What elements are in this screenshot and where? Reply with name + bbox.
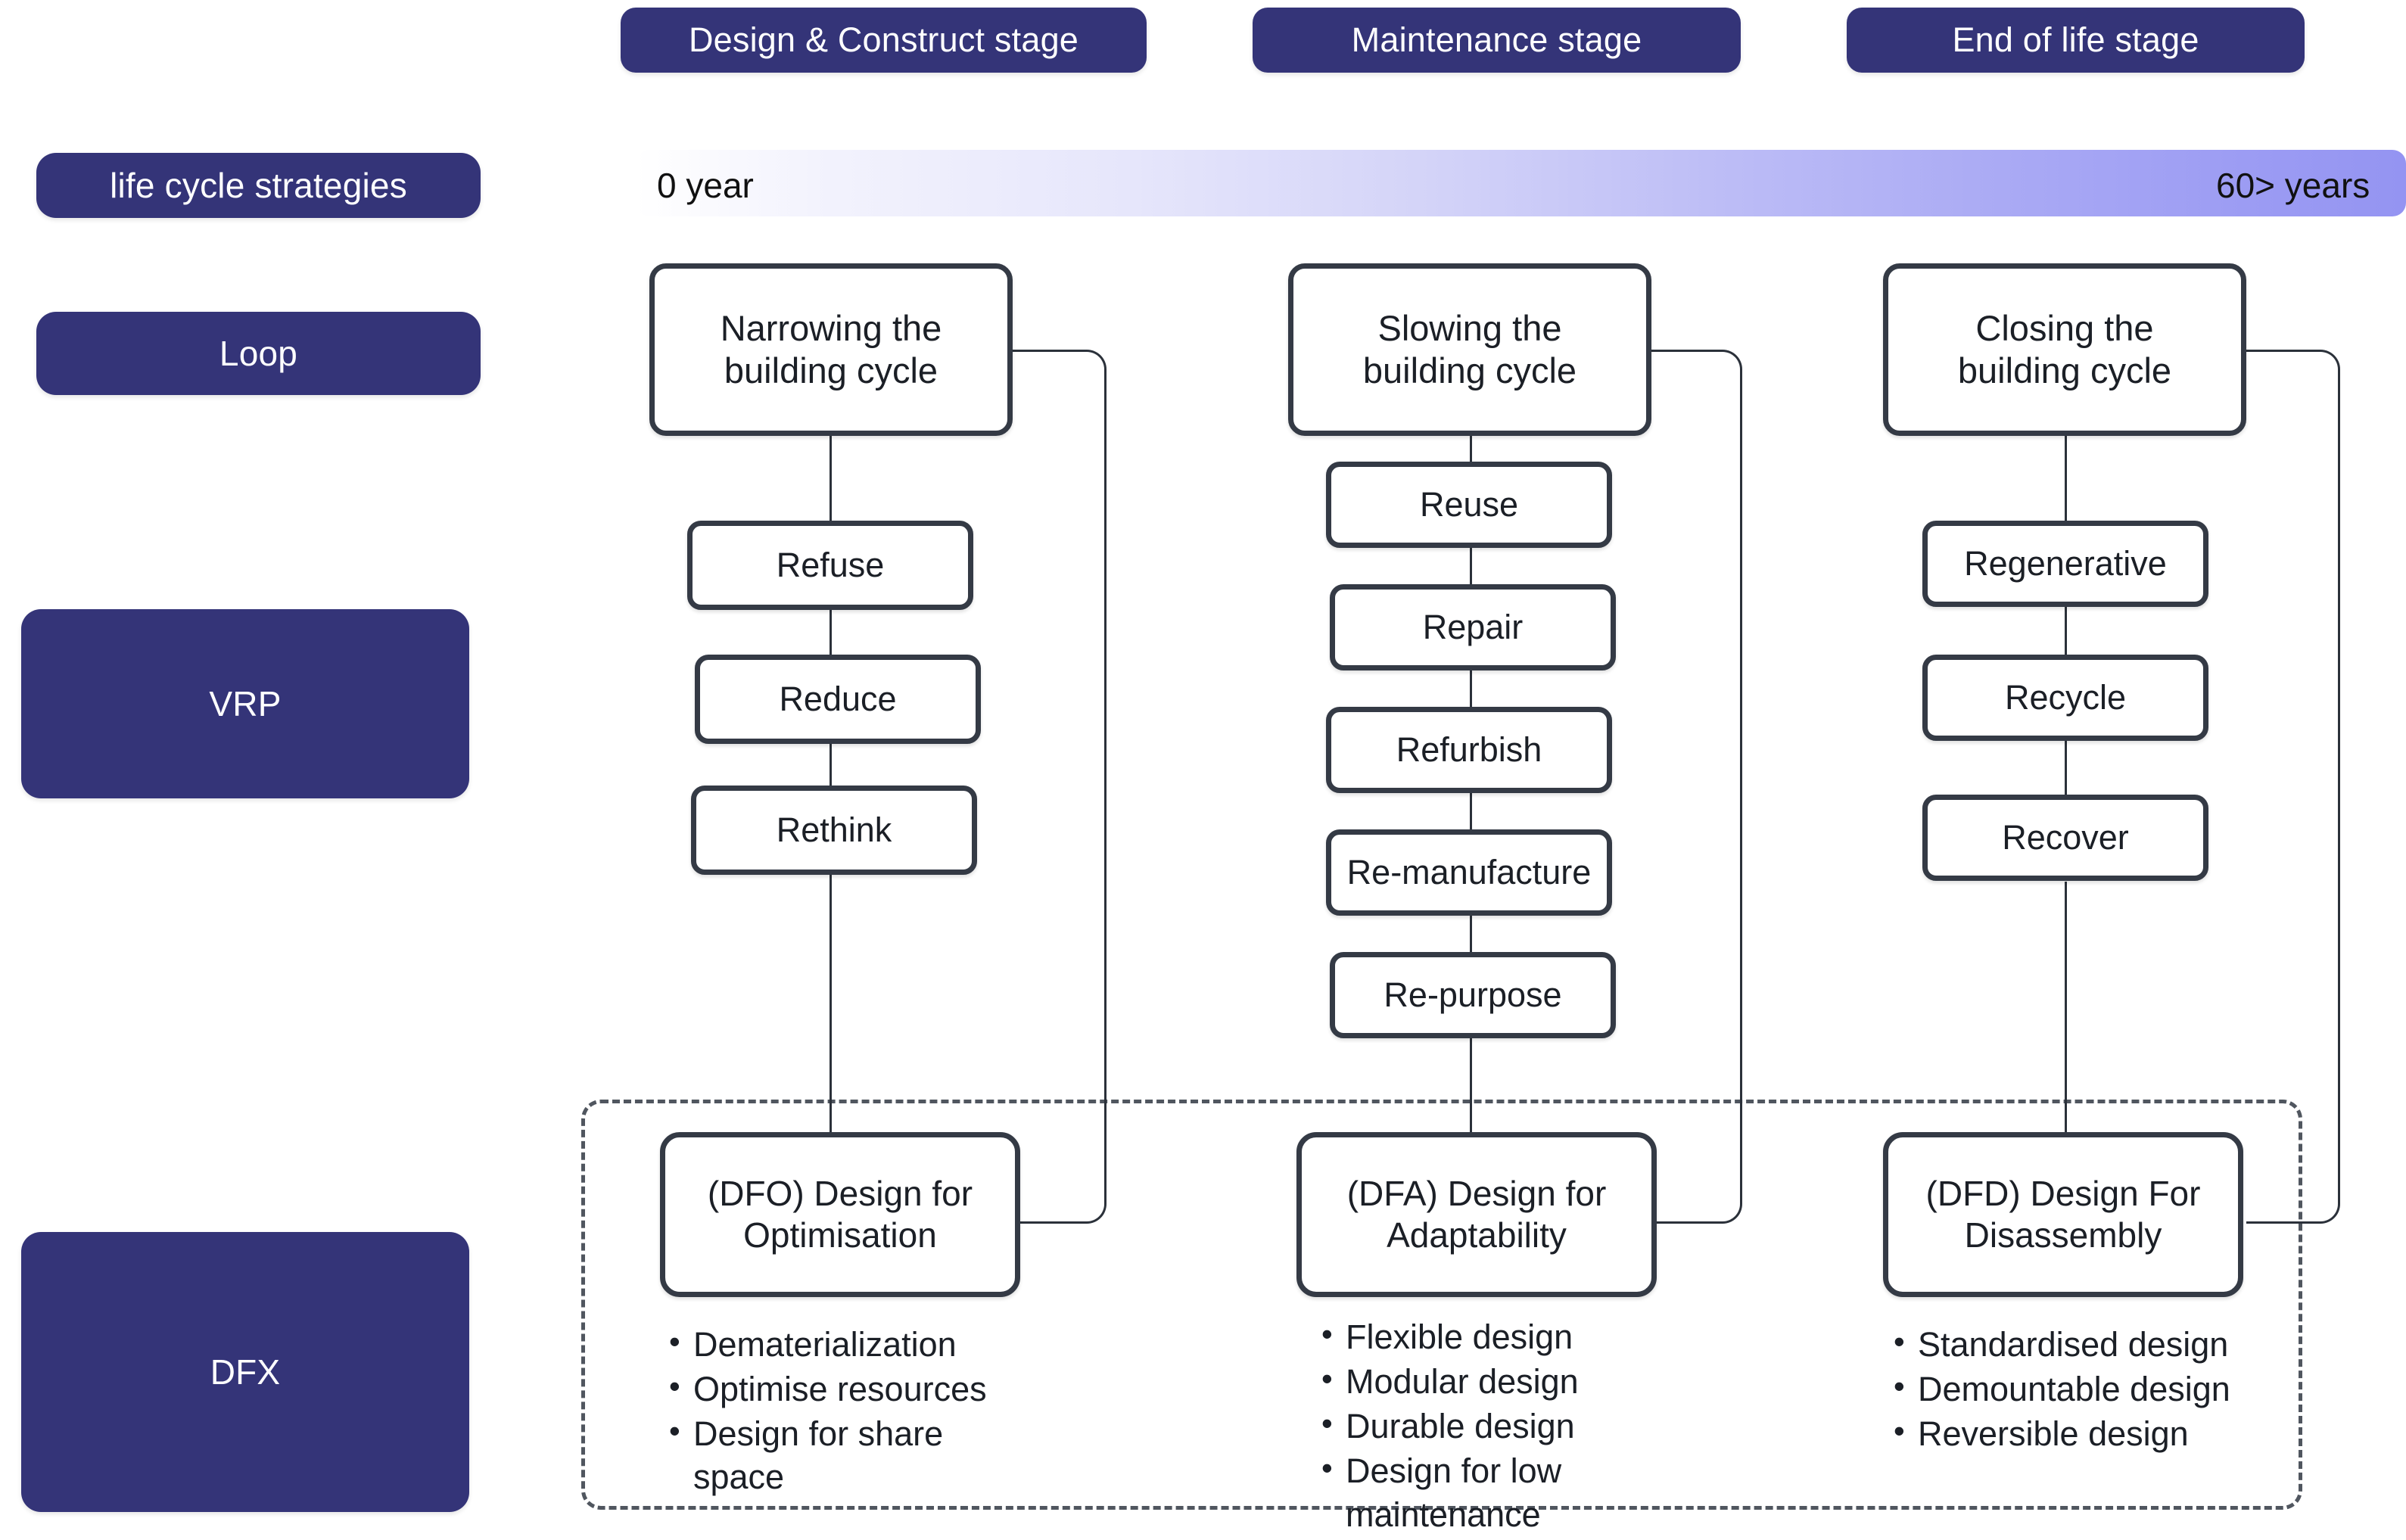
connector-col1-reduce-to-rethink — [829, 738, 832, 797]
connector-col2-repair-to-refurbish — [1470, 669, 1472, 708]
list-item: Standardised design — [1891, 1321, 2314, 1366]
connector-col1-loop-bypass — [1013, 350, 1107, 1224]
vrp-box-col3-recycle[interactable]: Recycle — [1922, 655, 2208, 741]
vrp-box-col1-reduce[interactable]: Reduce — [695, 655, 981, 744]
stage-header-end-of-life: End of life stage — [1847, 8, 2305, 73]
list-item: Demountable design — [1891, 1366, 2314, 1411]
connector-col1-rethink-to-dfx — [829, 870, 832, 1146]
vrp-box-col2-reuse[interactable]: Reuse — [1326, 462, 1612, 548]
loop-box-col3[interactable]: Closing the building cycle — [1883, 263, 2246, 436]
list-item: Dematerialization — [666, 1321, 1022, 1366]
list-item: Modular design — [1318, 1358, 1674, 1403]
list-item: Flexible design — [1318, 1314, 1674, 1358]
connector-col2-loop-to-vrp — [1470, 424, 1472, 463]
connector-col3-loop-to-vrp — [2065, 424, 2067, 522]
connector-col2-loop-bypass — [1648, 350, 1742, 1224]
vrp-box-col2-refurbish[interactable]: Refurbish — [1326, 707, 1612, 793]
connector-col2-remanufacture-to-repurpose — [1470, 914, 1472, 954]
connector-col3-regenerative-to-recycle — [2065, 605, 2067, 664]
list-item: Optimise resources — [666, 1366, 1022, 1411]
dfx-box-col2-adaptability[interactable]: (DFA) Design for Adaptability — [1296, 1132, 1657, 1297]
vrp-box-col1-rethink[interactable]: Rethink — [691, 786, 977, 875]
list-item: Reversible design — [1891, 1411, 2314, 1455]
list-item: Durable design — [1318, 1403, 1674, 1448]
connector-col1-refuse-to-reduce — [829, 605, 832, 664]
vrp-box-col3-recover[interactable]: Recover — [1922, 795, 2208, 881]
connector-col3-recycle-to-recover — [2065, 738, 2067, 797]
vrp-box-col2-re-purpose[interactable]: Re-purpose — [1330, 952, 1616, 1038]
list-item: Design for low maintenance — [1318, 1448, 1674, 1535]
stage-header-design-construct: Design & Construct stage — [621, 8, 1147, 73]
life-cycle-timeline-bar — [636, 150, 2406, 216]
loop-box-col1[interactable]: Narrowing the building cycle — [649, 263, 1013, 436]
row-label-life-cycle-strategies: life cycle strategies — [36, 153, 481, 218]
row-label-vrp: VRP — [21, 609, 469, 798]
list-item: Design for share space — [666, 1411, 1022, 1498]
connector-col2-reuse-to-repair — [1470, 546, 1472, 586]
dfx-bullets-col1: Dematerialization Optimise resources Des… — [666, 1321, 1022, 1501]
connector-col1-loop-to-vrp — [829, 424, 832, 530]
timeline-end-label: 60> years — [2216, 166, 2370, 205]
dfx-box-col1-optimisation[interactable]: (DFO) Design for Optimisation — [660, 1132, 1020, 1297]
stage-header-maintenance: Maintenance stage — [1253, 8, 1741, 73]
row-label-dfx: DFX — [21, 1232, 469, 1512]
connector-col2-refurbish-to-remanufacture — [1470, 792, 1472, 831]
row-label-loop: Loop — [36, 312, 481, 395]
dfx-bullets-col2: Flexible design Modular design Durable d… — [1318, 1314, 1674, 1538]
vrp-box-col2-re-manufacture[interactable]: Re-manufacture — [1326, 829, 1612, 916]
connector-col3-loop-bypass — [2246, 350, 2340, 1224]
vrp-box-col1-refuse[interactable]: Refuse — [687, 521, 973, 610]
dfx-bullets-col3: Standardised design Demountable design R… — [1891, 1321, 2314, 1457]
vrp-box-col2-repair[interactable]: Repair — [1330, 584, 1616, 670]
loop-box-col2[interactable]: Slowing the building cycle — [1288, 263, 1651, 436]
connector-col3-recover-to-dfx — [2065, 882, 2067, 1146]
vrp-box-col3-regenerative[interactable]: Regenerative — [1922, 521, 2208, 607]
dfx-box-col3-disassembly[interactable]: (DFD) Design For Disassembly — [1883, 1132, 2243, 1297]
connector-col2-repurpose-to-dfx — [1470, 1037, 1472, 1146]
timeline-start-label: 0 year — [657, 166, 754, 205]
